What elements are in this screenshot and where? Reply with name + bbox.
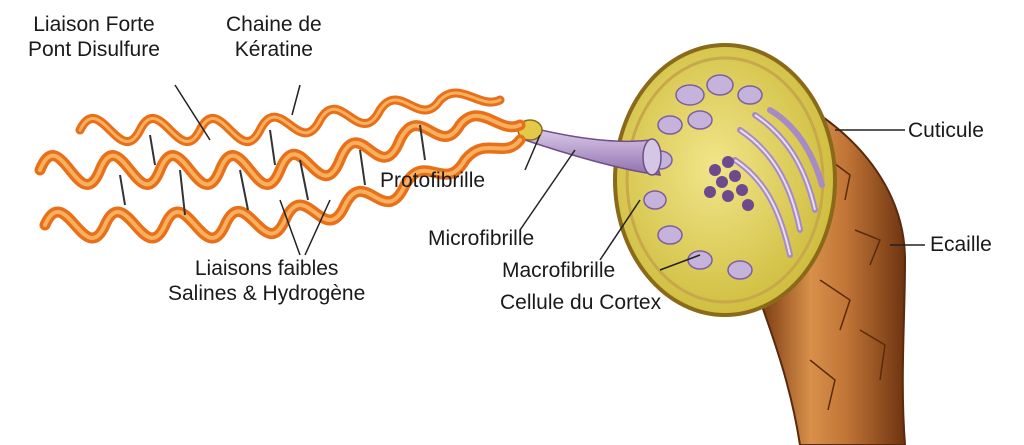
label-liaisons-faibles-line1: Liaisons faibles: [168, 256, 365, 281]
label-ecaille: Ecaille: [930, 232, 992, 257]
label-liaison-forte-line1: Liaison Forte: [28, 12, 160, 37]
cortex-cross-section: [615, 45, 835, 315]
label-liaisons-faibles: Liaisons faibles Salines & Hydrogène: [168, 256, 365, 306]
label-liaison-forte-line2: Pont Disulfure: [28, 37, 160, 62]
label-cellule-du-cortex: Cellule du Cortex: [500, 290, 661, 315]
label-liaison-forte: Liaison Forte Pont Disulfure: [28, 12, 160, 62]
label-cuticule: Cuticule: [908, 118, 984, 143]
label-chaine-keratine: Chaine de Kératine: [226, 12, 322, 62]
label-macrofibrille: Macrofibrille: [502, 258, 615, 283]
label-chaine-line2: Kératine: [226, 37, 322, 62]
keratin-helices: [40, 93, 520, 238]
label-liaisons-faibles-line2: Salines & Hydrogène: [168, 281, 365, 306]
label-microfibrille: Microfibrille: [428, 226, 534, 251]
label-chaine-line1: Chaine de: [226, 12, 322, 37]
label-protofibrille: Protofibrille: [380, 168, 485, 193]
